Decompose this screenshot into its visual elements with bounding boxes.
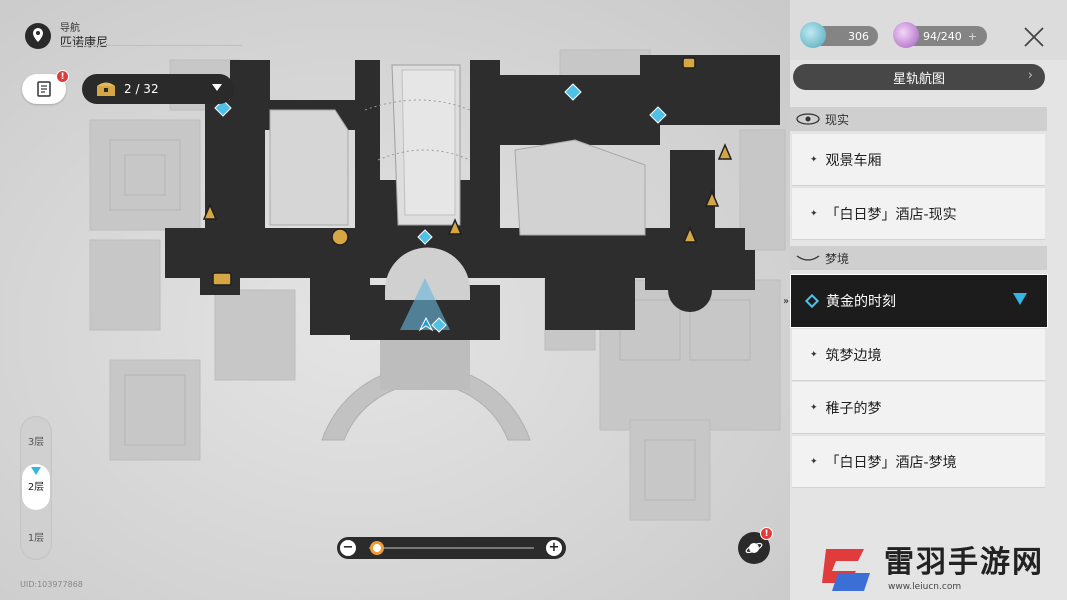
site-watermark: 雷羽手游网 www.leiucn.com	[816, 540, 1067, 600]
chevron-right-icon: ›	[1027, 68, 1033, 83]
watermark-url: www.leiucn.com	[888, 582, 962, 592]
closed-eye-icon	[796, 255, 820, 261]
nav-label: 导航	[60, 22, 80, 34]
trailblaze-power-value: 94/240	[923, 29, 962, 43]
planet-icon	[745, 542, 763, 554]
current-location-marker-icon	[1013, 293, 1027, 305]
location-item[interactable]: ✦ 「白日梦」酒店-梦境	[792, 436, 1045, 488]
star-rail-map-label: 星轨航图	[892, 71, 945, 87]
location-name: 「白日梦」酒店-梦境	[825, 454, 957, 471]
floor-option-1[interactable]: 1层	[27, 533, 45, 544]
location-name: 黄金的时刻	[826, 294, 896, 310]
trailblaze-power-icon	[893, 22, 919, 48]
selection-pointer-icon: »	[783, 296, 790, 307]
sparkle-icon: ✦	[810, 456, 818, 467]
zoom-slider-track[interactable]	[369, 547, 534, 549]
eye-icon	[796, 113, 820, 125]
location-item-active[interactable]: 黄金的时刻	[790, 274, 1048, 328]
floor-option-3[interactable]: 3层	[27, 437, 45, 448]
sparkle-icon: ✦	[810, 208, 818, 219]
star-rail-map-button[interactable]: 星轨航图 ›	[793, 64, 1045, 90]
location-name: 筑梦边境	[825, 347, 882, 364]
sparkle-icon: ✦	[810, 402, 818, 413]
header-divider	[60, 45, 242, 46]
location-item[interactable]: ✦ 筑梦边境	[792, 329, 1045, 381]
stellar-jade-counter[interactable]: 306	[800, 22, 878, 48]
section-dreamscape: 梦境	[790, 246, 1047, 270]
location-item[interactable]: ✦ 稚子的梦	[792, 382, 1045, 434]
location-item[interactable]: ✦ 观景车厢	[792, 134, 1045, 186]
map-pin-icon	[25, 23, 51, 49]
chest-count-text: 2 / 32	[124, 82, 159, 96]
zoom-slider-handle[interactable]	[370, 541, 385, 555]
map-view[interactable]	[0, 0, 790, 600]
notification-badge: !	[760, 527, 773, 540]
location-name: 稚子的梦	[825, 400, 882, 417]
mission-log-button[interactable]: !	[22, 70, 69, 104]
sparkle-icon: ✦	[810, 349, 818, 360]
dropdown-caret-icon	[212, 84, 222, 91]
section-title: 梦境	[825, 251, 850, 266]
section-title: 现实	[825, 112, 850, 127]
user-id: UID:103977868	[20, 580, 83, 589]
current-location: 匹诺康尼	[60, 34, 109, 49]
location-name: 观景车厢	[825, 152, 882, 169]
zoom-out-button[interactable]: −	[340, 540, 356, 556]
map-drawing	[89, 49, 786, 521]
add-power-button[interactable]: +	[967, 29, 977, 43]
stellar-jade-value: 306	[848, 29, 869, 43]
document-icon	[37, 81, 51, 97]
treasure-chest-icon	[97, 82, 115, 96]
notification-badge: !	[56, 70, 69, 83]
map-marker-button[interactable]: !	[738, 527, 773, 564]
trailblaze-power-counter[interactable]: 94/240 +	[893, 22, 987, 48]
location-name: 「白日梦」酒店-现实	[825, 206, 957, 223]
site-logo-icon	[822, 549, 870, 591]
zoom-in-button[interactable]: +	[546, 540, 562, 556]
watermark-title: 雷羽手游网	[884, 545, 1044, 580]
floor-selector: 3层 2层 1层	[20, 416, 52, 560]
zoom-control: − +	[337, 537, 566, 559]
close-icon[interactable]	[1022, 25, 1046, 49]
teleport-diamond-icon	[804, 293, 820, 309]
treasure-chest-counter[interactable]: 2 / 32	[82, 74, 234, 104]
floor-option-2[interactable]: 2层	[22, 464, 50, 510]
section-reality: 现实	[790, 107, 1047, 131]
location-item[interactable]: ✦ 「白日梦」酒店-现实	[792, 188, 1045, 240]
stellar-jade-icon	[800, 22, 826, 48]
sparkle-icon: ✦	[810, 154, 818, 165]
